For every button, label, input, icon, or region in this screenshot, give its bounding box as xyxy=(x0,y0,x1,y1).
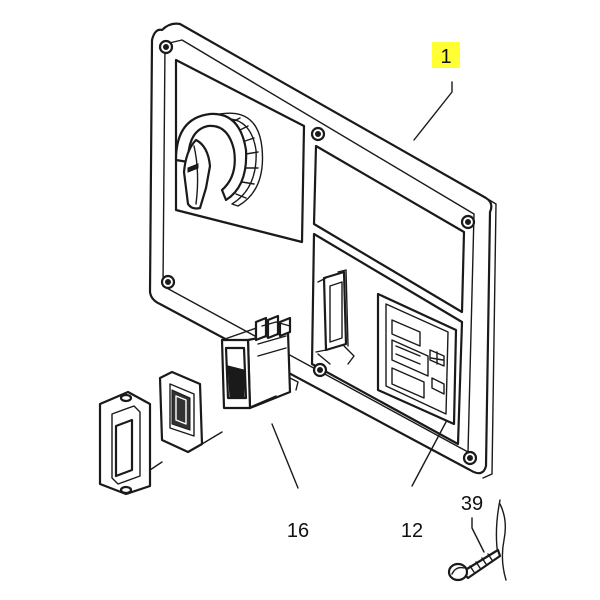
hour-meter-icon xyxy=(315,269,458,426)
leader-switch xyxy=(271,423,299,489)
callout-highlight xyxy=(432,42,460,68)
rotary-knob-icon xyxy=(174,112,264,210)
screw-icon xyxy=(447,499,507,582)
lower-recess xyxy=(310,232,464,446)
leader-lines xyxy=(271,81,485,553)
callout-panel: 1 xyxy=(432,42,460,68)
assembly-guide-lines xyxy=(149,395,277,471)
leader-panel xyxy=(413,81,453,141)
panel-screw-top-mid xyxy=(310,126,326,142)
leader-meter xyxy=(411,421,447,487)
leader-screw xyxy=(471,517,485,553)
control-panel xyxy=(148,22,497,479)
callout-label-screw: 39 xyxy=(461,493,483,515)
switch-cover-plate xyxy=(98,390,152,496)
callout-label-panel: 1 xyxy=(440,46,451,68)
callout-label-meter: 12 xyxy=(401,520,423,542)
panel-screw-top-left xyxy=(158,39,174,55)
upper-window xyxy=(312,144,466,314)
panel-screw-bottom-right xyxy=(462,450,478,466)
panel-screw-bottom-mid xyxy=(312,362,328,378)
callout-label-switch: 16 xyxy=(287,520,309,542)
switch-gasket xyxy=(158,370,204,454)
panel-screw-bottom-left xyxy=(160,274,176,290)
rocker-switch-icon xyxy=(220,314,299,410)
panel-screw-right-upper xyxy=(460,214,476,230)
